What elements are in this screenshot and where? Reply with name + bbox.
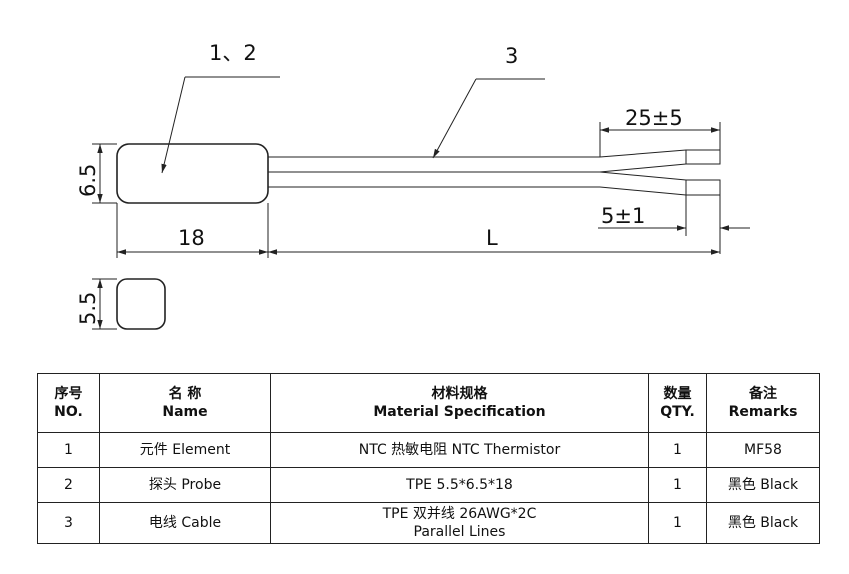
header-no-en: NO. — [54, 404, 83, 420]
cell-name: 电线 Cable — [99, 502, 271, 544]
tin-length-label: 5±1 — [601, 204, 645, 228]
cell-spec: NTC 热敏电阻 NTC Thermistor — [270, 432, 649, 468]
cell-spec-line-2: Parallel Lines — [413, 524, 506, 540]
cable-callout-leader — [432, 78, 545, 159]
cell-spec: TPE 5.5*6.5*18 — [270, 467, 649, 503]
header-name-en: Name — [162, 404, 208, 420]
probe-width-dimension — [92, 278, 117, 330]
cell-name: 元件 Element — [99, 432, 271, 468]
probe-callout-leader — [161, 76, 280, 174]
header-remarks-en: Remarks — [728, 404, 798, 420]
probe-height-dimension — [92, 143, 117, 204]
header-name-zh: 名 称 — [168, 386, 202, 402]
length-dimensions — [116, 203, 720, 258]
cell-remarks: MF58 — [706, 432, 820, 468]
header-name: 名 称 Name — [99, 373, 271, 433]
bill-of-materials-table: 序号 NO. 名 称 Name 材料规格 Material Specificat… — [37, 373, 820, 544]
probe-side-view — [116, 143, 269, 204]
cell-spec: TPE 双并线 26AWG*2C Parallel Lines — [270, 502, 649, 544]
probe-length-label: 18 — [178, 226, 205, 250]
header-spec-en: Material Specification — [373, 404, 546, 420]
cell-no: 2 — [37, 467, 100, 503]
header-no: 序号 NO. — [37, 373, 100, 433]
table-row: 3 电线 Cable TPE 双并线 26AWG*2C Parallel Lin… — [37, 502, 820, 544]
header-remarks-zh: 备注 — [749, 386, 777, 402]
probe-end-view — [116, 278, 166, 330]
cell-remarks: 黑色 Black — [706, 502, 820, 544]
header-spec: 材料规格 Material Specification — [270, 373, 649, 433]
technical-drawing: 1、2 3 25±5 5±1 6.5 18 L 5.5 — [76, 41, 750, 330]
table-header-row: 序号 NO. 名 称 Name 材料规格 Material Specificat… — [37, 373, 820, 433]
probe-callout-label: 1、2 — [209, 41, 257, 65]
header-remarks: 备注 Remarks — [706, 373, 820, 433]
header-no-zh: 序号 — [54, 386, 83, 402]
table-row: 2 探头 Probe TPE 5.5*6.5*18 1 黑色 Black — [37, 467, 820, 503]
cell-qty: 1 — [648, 502, 707, 544]
header-qty: 数量 QTY. — [648, 373, 707, 433]
probe-height-label: 6.5 — [76, 164, 100, 197]
cell-qty: 1 — [648, 467, 707, 503]
header-qty-en: QTY. — [660, 404, 695, 420]
cell-spec-line-1: TPE 双并线 26AWG*2C — [382, 506, 537, 522]
cell-no: 1 — [37, 432, 100, 468]
probe-width-label: 5.5 — [76, 292, 100, 325]
header-spec-zh: 材料规格 — [431, 386, 488, 402]
strip-length-dimension — [599, 122, 721, 157]
strip-length-label: 25±5 — [625, 106, 683, 130]
cable-length-label: L — [486, 226, 498, 250]
cable-drawing — [267, 149, 721, 196]
cell-no: 3 — [37, 502, 100, 544]
cell-name: 探头 Probe — [99, 467, 271, 503]
cell-remarks: 黑色 Black — [706, 467, 820, 503]
table-row: 1 元件 Element NTC 热敏电阻 NTC Thermistor 1 M… — [37, 432, 820, 468]
cell-qty: 1 — [648, 432, 707, 468]
tin-length-dimension — [598, 195, 750, 254]
header-qty-zh: 数量 — [663, 386, 692, 402]
cable-callout-label: 3 — [505, 44, 518, 68]
